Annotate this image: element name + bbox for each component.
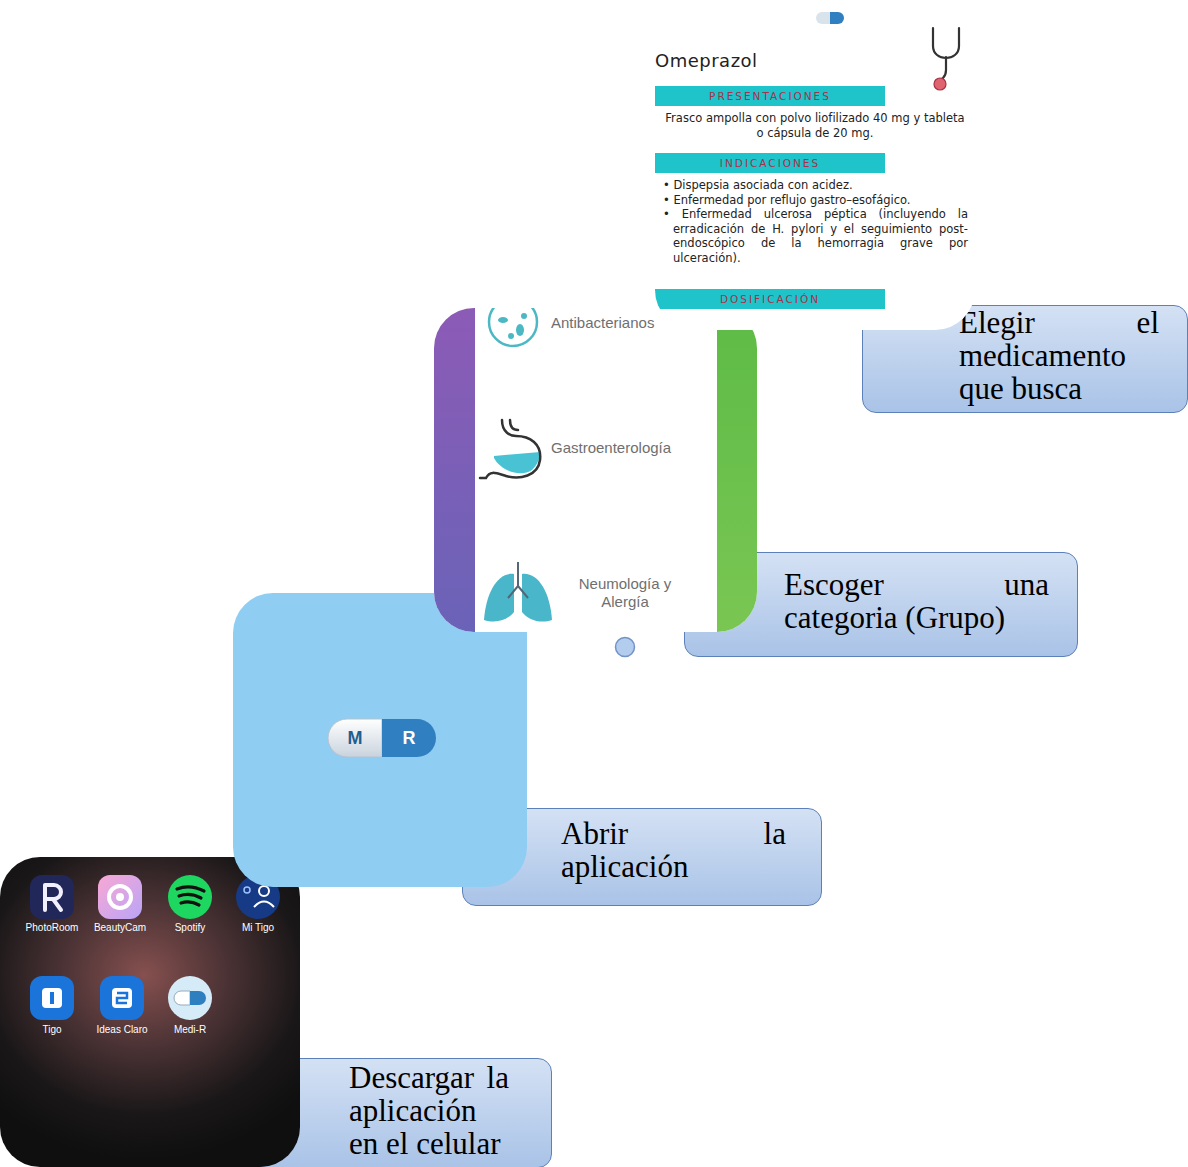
spotify-icon (168, 875, 212, 919)
tigo-icon (42, 988, 62, 1008)
small-logo (816, 12, 844, 24)
accent-dot (616, 638, 635, 657)
tigo-icon (30, 976, 74, 1020)
screenshot-card: PhotoRoomBeautyCamSpotifyMi TigoTigoIdea… (0, 857, 300, 1167)
bullet-item: • Enfermedad ulcerosa péptica (incluyend… (663, 207, 968, 265)
bacteria-icon (516, 324, 524, 336)
card-content: OmeprazolPRESENTACIONES Frasco ampolla co… (655, 0, 975, 309)
app-label: Tigo (17, 1024, 87, 1036)
logo-card: MR (233, 593, 527, 887)
app-label: BeautyCam (85, 922, 155, 934)
body-text: Frasco ampolla con polvo liofilizado 40 … (663, 111, 967, 141)
medir-icon (190, 991, 206, 1005)
beautycam-icon (98, 875, 142, 919)
drug-card-icons (816, 12, 959, 90)
app-label: Ideas Claro (87, 1024, 157, 1036)
app-label: Mi Tigo (223, 922, 293, 934)
photoroom-icon (45, 885, 61, 910)
stethoscope-icon (934, 78, 946, 90)
logo-letter: M (340, 727, 370, 749)
mitigo-icon (244, 887, 250, 893)
photoroom-icon (30, 875, 74, 919)
bullet-item: • Enfermedad por reflujo gastro–esofágic… (663, 193, 911, 208)
bacteria-icon (489, 308, 537, 346)
logo-letter: R (394, 727, 424, 749)
category-screen (434, 308, 757, 632)
side-bar (717, 308, 757, 632)
claro-icon (100, 976, 144, 1020)
tigo-icon (30, 976, 74, 1020)
stethoscope-icon (940, 57, 946, 80)
medir-icon (174, 991, 190, 1005)
claro-icon (100, 976, 144, 1020)
bacteria-icon (521, 313, 527, 319)
side-bar (434, 308, 475, 632)
small-logo (830, 12, 844, 24)
category-card: AntibacterianosGastroenterologíaNeumolog… (434, 308, 757, 632)
bacteria-icon (508, 333, 514, 339)
stethoscope-icon (933, 28, 959, 58)
beautycam-icon (109, 886, 131, 908)
small-logo (816, 12, 830, 24)
claro-icon (117, 993, 127, 1003)
logo-art (233, 593, 527, 887)
pill-logo (382, 719, 436, 757)
tigo-icon (50, 992, 54, 1004)
spotify-icon (168, 875, 212, 919)
app-icons (30, 875, 280, 1020)
bullet-item: • Dispepsia asociada con acidez. (663, 178, 853, 193)
beautycam-icon (98, 875, 142, 919)
app-label: Medi-R (155, 1024, 225, 1036)
section-band: PRESENTACIONES (655, 86, 885, 106)
category-label: Neumología y Alergía (558, 575, 692, 611)
step-caption-text: Abrir la aplicación (561, 817, 786, 883)
stomach-icon (510, 420, 518, 430)
section-band: INDICACIONES (655, 153, 885, 173)
lungs-icon (508, 562, 528, 598)
claro-icon (112, 988, 132, 1008)
photoroom-icon (30, 875, 74, 919)
bacteria-icon (489, 308, 537, 346)
stomach-icon (480, 420, 540, 478)
step-caption-text: Elegir el medicamento que busca (959, 306, 1159, 405)
phone-screenshot-art (0, 857, 300, 1167)
drug-title: Omeprazol (655, 50, 758, 72)
beautycam-icon (116, 893, 124, 901)
medir-icon (168, 976, 212, 1020)
app-label: PhotoRoom (17, 922, 87, 934)
mitigo-icon (259, 886, 269, 896)
step-caption-text: Escoger una categoria (Grupo) (784, 568, 1049, 634)
drug-card: OmeprazolPRESENTACIONES Frasco ampolla co… (655, 0, 975, 330)
category-label: Gastroenterología (551, 439, 711, 457)
app-label: Spotify (155, 922, 225, 934)
pill-logo (328, 719, 382, 757)
section-band: DOSIFICACIÓN (655, 289, 885, 309)
mitigo-icon (254, 902, 274, 908)
medir-icon (168, 976, 212, 1020)
stethoscope-icon (933, 28, 959, 90)
stomach-icon (480, 420, 540, 478)
pill-logo (328, 719, 436, 757)
lungs-icon (484, 562, 552, 622)
bacteria-icon (498, 317, 508, 323)
step-caption-text: Descargar la aplicación en el celular (349, 1061, 509, 1160)
spotify-icon (177, 887, 204, 905)
stomach-icon (494, 452, 540, 473)
